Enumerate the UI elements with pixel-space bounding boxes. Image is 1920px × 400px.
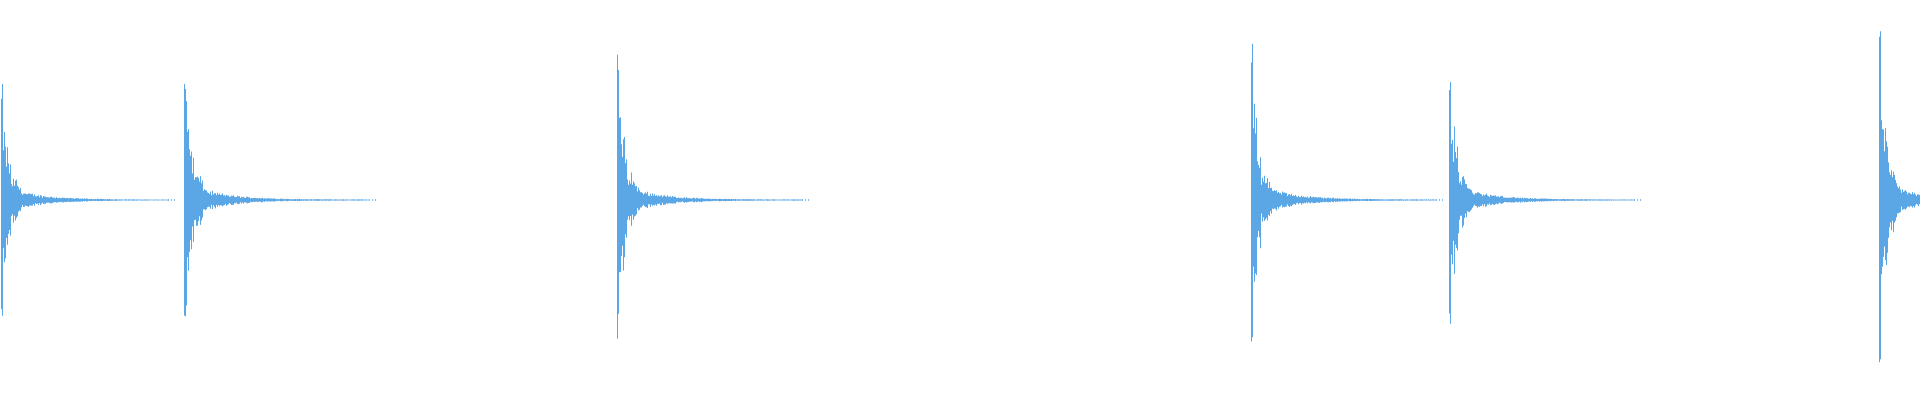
waveform-hit-5 [1449,82,1641,324]
waveform-hit-trace [1,84,168,316]
waveform-hit-1 [1,84,175,316]
waveform-hits [1,31,1920,363]
waveform-hit-6 [1879,31,1920,363]
waveform-hit-trace [1879,31,1920,363]
waveform-hit-4 [1251,43,1443,342]
waveform-hit-tail [1436,199,1443,201]
waveform-hit-tail [1634,199,1641,201]
waveform-hit-trace [617,54,802,339]
waveform-hit-tail [369,199,376,201]
waveform-hit-tail [168,199,175,201]
waveform-hit-3 [617,54,809,339]
waveform-hit-trace [184,83,369,317]
waveform-hit-trace [1251,43,1436,342]
waveform-hit-2 [184,83,376,317]
waveform-hit-tail [802,199,809,201]
waveform-hit-trace [1449,82,1634,324]
